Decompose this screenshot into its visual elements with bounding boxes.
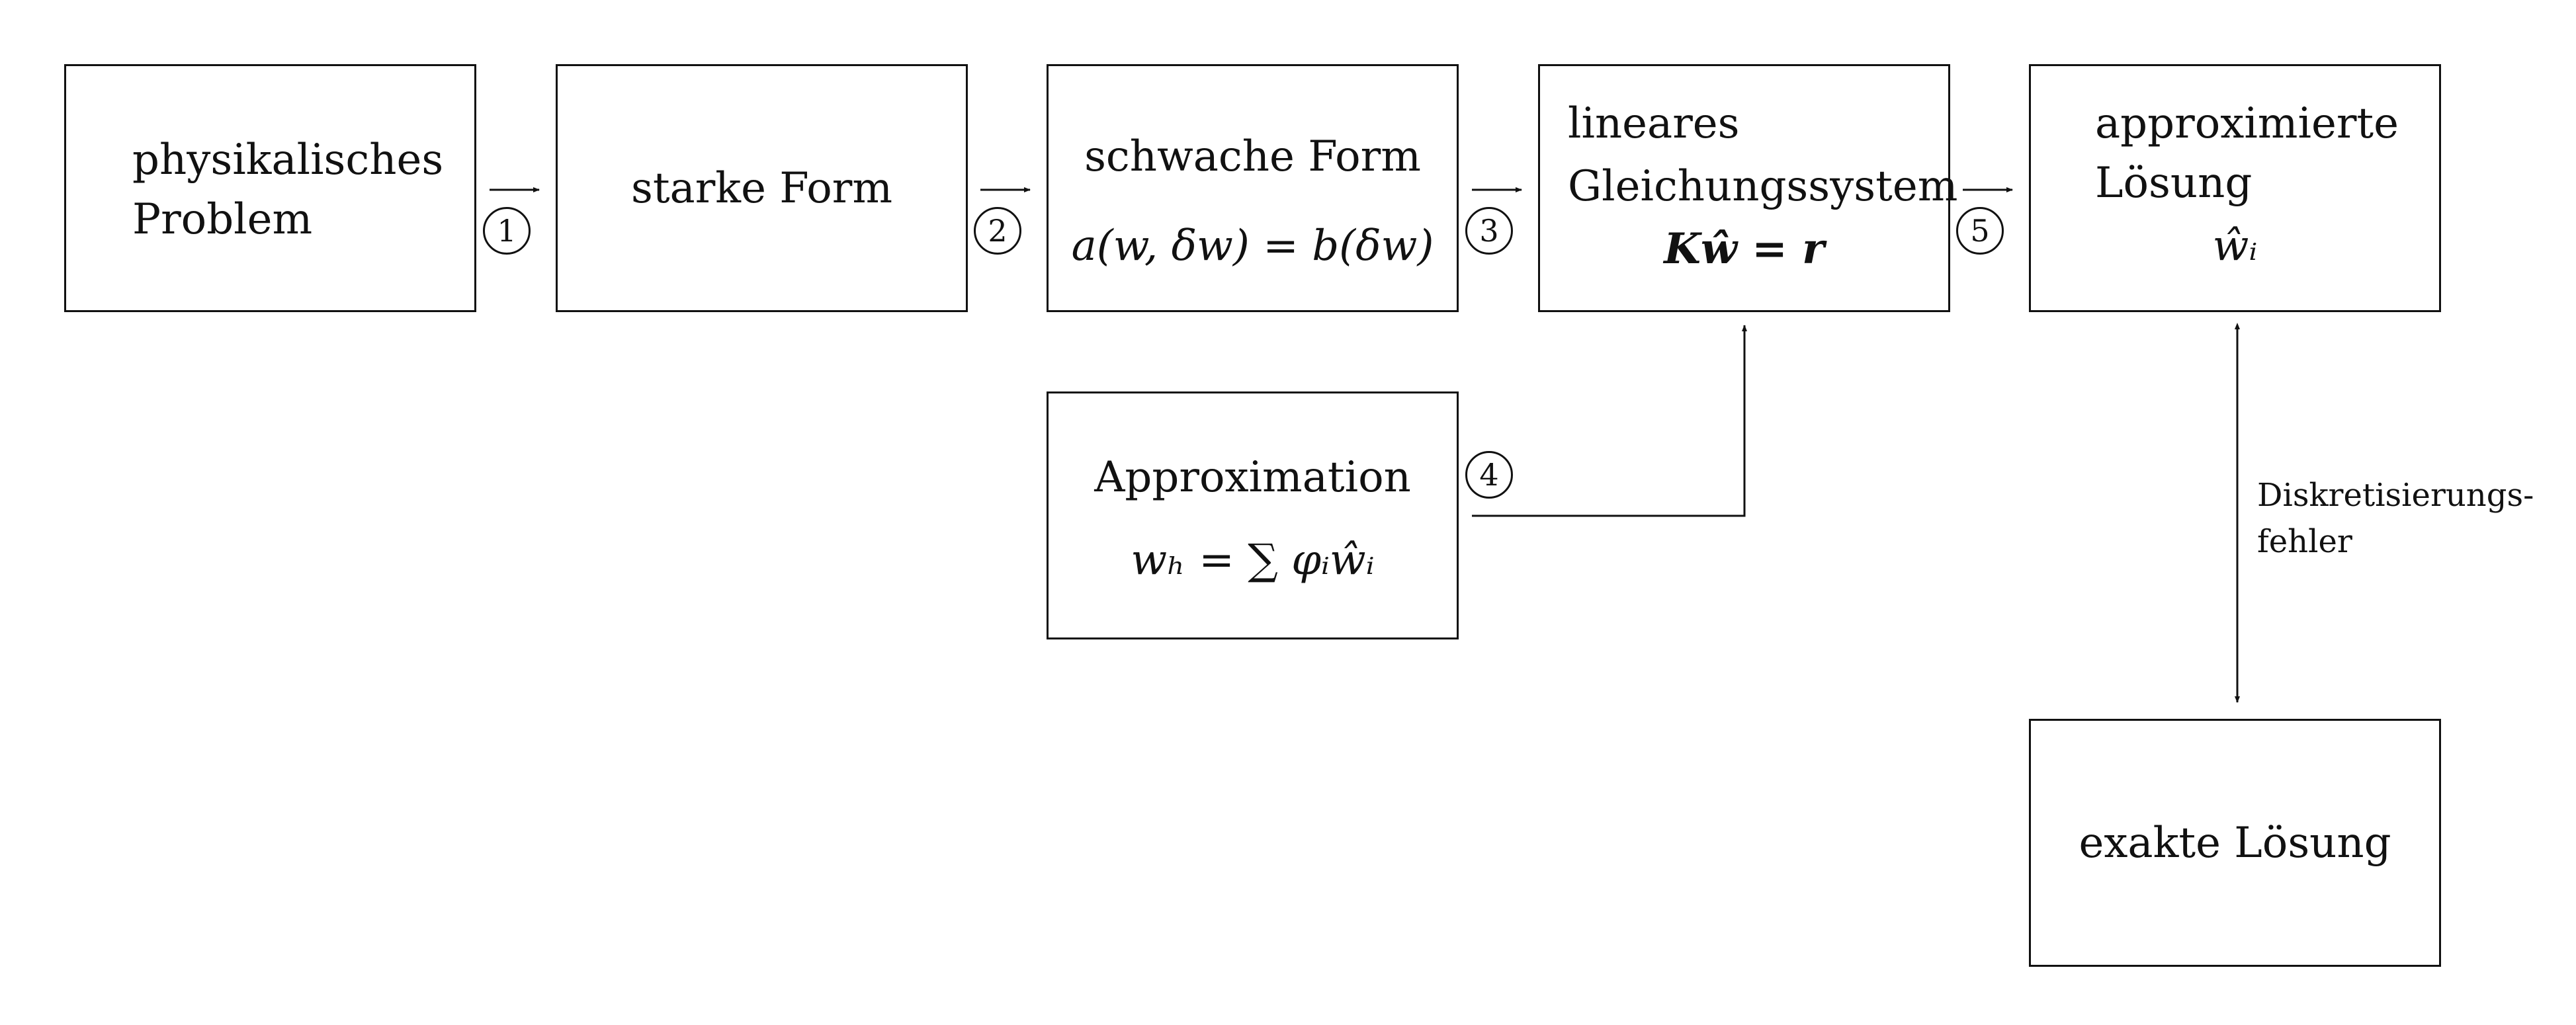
box-linear-system-line1: lineares [1568, 99, 1740, 148]
error-label-line1: Diskretisierungs- [2257, 477, 2534, 514]
error-label-line2: fehler [2257, 523, 2352, 560]
box-linear-system-formula: Kŵ = r [1664, 224, 1825, 274]
box-exact-solution-label: exakte Lösung [2079, 819, 2391, 868]
step-2-badge: 2 [974, 207, 1021, 255]
box-strong-form-label: starke Form [630, 164, 893, 213]
box-strong-form: starke Form [556, 64, 968, 312]
box-linear-system: lineares Gleichungssystem Kŵ = r [1538, 64, 1957, 312]
box-approximation-label: Approximation [1094, 453, 1411, 502]
box-approximation-formula: wₕ = ∑ φᵢŵᵢ [1131, 536, 1375, 585]
box-linear-system-line2: Gleichungssystem [1568, 162, 1958, 211]
step-4-badge: 4 [1465, 451, 1513, 499]
box-physical-problem-line2: Problem [132, 195, 313, 244]
box-approximate-solution-line1: approximierte [2095, 99, 2399, 148]
step-3-badge: 3 [1465, 207, 1513, 255]
box-approximate-solution: approximierte Lösung ŵᵢ [2029, 64, 2441, 312]
box-weak-form-formula: a(w, δw) = b(δw) [1071, 222, 1434, 270]
box-approximate-solution-formula: ŵᵢ [2212, 222, 2258, 270]
arrow-4 [1472, 325, 1747, 517]
box-exact-solution: exakte Lösung [2029, 719, 2441, 967]
box-weak-form: schwache Form a(w, δw) = b(δw) [1047, 64, 1459, 312]
step-5-badge: 5 [1956, 207, 2004, 255]
box-physical-problem-line1: physikalisches [132, 136, 444, 184]
box-approximate-solution-line2: Lösung [2095, 159, 2253, 208]
box-physical-problem: physikalisches Problem [64, 64, 476, 312]
box-weak-form-label: schwache Form [1084, 132, 1421, 181]
step-1-badge: 1 [483, 207, 531, 255]
box-approximation: Approximation wₕ = ∑ φᵢŵᵢ [1047, 391, 1459, 639]
